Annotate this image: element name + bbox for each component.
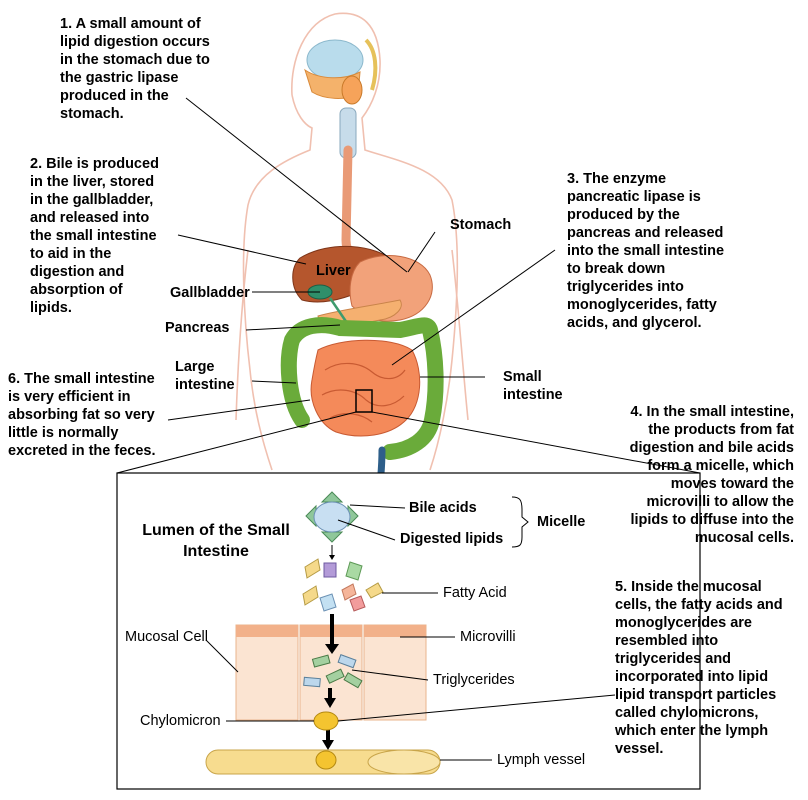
- leader-lines: [116, 97, 701, 511]
- micelle-label: Micelle: [537, 514, 586, 530]
- small-intestine: [310, 339, 421, 437]
- note-4-line: digestion and bile acids: [629, 440, 794, 456]
- chylomicron-label: Chylomicron: [140, 713, 221, 729]
- digested-lipids-label: Digested lipids: [400, 531, 504, 547]
- note-5-line: triglycerides and: [615, 651, 732, 667]
- lumen-title-line: Lumen of the Small: [142, 522, 290, 539]
- note-6-line: is very efficient in: [8, 389, 131, 405]
- triglycerides-pointer: [351, 669, 429, 681]
- small-intestine-label-line: Small: [503, 369, 542, 385]
- note-3-line: 3. The enzyme: [567, 171, 667, 187]
- note-2-line: 2. Bile is produced: [30, 156, 159, 172]
- note-3-line: produced by the: [567, 207, 680, 223]
- note-6-fat-absorption: 6. The small intestine is very efficient…: [8, 370, 156, 460]
- note-5-chylomicrons: 5. Inside the mucosal cells, the fatty a…: [615, 578, 783, 758]
- micelle-pointers: [337, 496, 529, 548]
- note-5-line: cells, the fatty acids and: [615, 597, 783, 613]
- note-1-line: produced in the: [60, 88, 169, 104]
- mucosal-cell-pointer: [205, 639, 239, 673]
- note-4-line: moves toward the: [670, 476, 794, 492]
- small-intestine-label-line: intestine: [503, 387, 563, 403]
- microvilli-label: Microvilli: [460, 629, 516, 645]
- note-4-micelle: 4. In the small intestine, the products …: [630, 403, 794, 547]
- liver-label: Liver: [316, 263, 351, 279]
- note-2-line: in the liver, stored: [30, 174, 155, 190]
- note-1-stomach-lipase: 1. A small amount of lipid digestion occ…: [60, 15, 210, 123]
- note-2-line: absorption of: [30, 282, 123, 298]
- magnified-region-box: [355, 389, 373, 413]
- large-intestine-label-line: Large: [175, 359, 215, 375]
- note-4-line: 4. In the small intestine,: [630, 404, 794, 420]
- note-2-line: digestion and: [30, 264, 125, 280]
- pancreas-label: Pancreas: [165, 320, 230, 336]
- note-6-line: absorbing fat so very: [8, 407, 155, 423]
- lymph-vessel-label: Lymph vessel: [497, 752, 586, 768]
- stomach: [349, 255, 433, 322]
- note-2-line: the small intestine: [30, 228, 157, 244]
- note-4-line: lipids to diffuse into the: [630, 512, 794, 528]
- fatty-acid-label: Fatty Acid: [443, 585, 507, 601]
- bile-acids-label: Bile acids: [409, 500, 477, 516]
- head-and-throat: [304, 38, 378, 159]
- small-arrow-head: [329, 555, 335, 560]
- note-2-line: in the gallbladder,: [30, 192, 154, 208]
- note-4-line: the products from fat: [648, 422, 794, 438]
- note-4-line: mucosal cells.: [694, 530, 794, 546]
- small-intestine-coils: [321, 362, 406, 423]
- note-2-bile: 2. Bile is produced in the liver, stored…: [30, 155, 159, 317]
- note-5-line: vessel.: [615, 741, 664, 757]
- note-1-line: 1. A small amount of: [60, 16, 201, 32]
- large-intestine-label: Large intestine: [175, 358, 235, 394]
- note-5-line: monoglycerides are: [615, 615, 752, 631]
- lumen-title: Lumen of the Small Intestine: [132, 520, 300, 562]
- note-2-line: lipids.: [30, 300, 72, 316]
- note-5-line: which enter the lymph: [615, 723, 769, 739]
- note-6-line: little is normally: [8, 425, 119, 441]
- large-intestine: [280, 317, 444, 460]
- chylomicron-particle: [313, 711, 339, 731]
- note-6-line: excreted in the feces.: [8, 443, 156, 459]
- note-1-line: the gastric lipase: [60, 70, 179, 86]
- note-3-pancreatic-lipase: 3. The enzyme pancreatic lipase is produ…: [567, 170, 724, 332]
- note-1-line: stomach.: [60, 106, 124, 122]
- lumen-title-line: Intestine: [183, 543, 249, 560]
- micelle-shape: [305, 491, 359, 543]
- note-3-line: to break down: [567, 261, 666, 277]
- note-1-line: in the stomach due to: [60, 52, 210, 68]
- note-4-line: form a micelle, which: [647, 458, 794, 474]
- note-3-line: triglycerides into: [567, 279, 684, 295]
- note-5-line: resembled into: [615, 633, 719, 649]
- mucosal-cells: [235, 624, 427, 721]
- note-5-line: called chylomicrons,: [615, 705, 759, 721]
- note-3-line: acids, and glycerol.: [567, 315, 702, 331]
- mucosal-cell-label: Mucosal Cell: [125, 629, 208, 645]
- stomach-label: Stomach: [450, 217, 512, 233]
- lymph-vessel: [205, 749, 441, 775]
- note-4-line: microvilli to allow the: [646, 494, 794, 510]
- note-3-line: pancreatic lipase is: [567, 189, 701, 205]
- note-5-line: incorporated into lipid: [615, 669, 769, 685]
- note-3-line: monoglycerides, fatty: [567, 297, 717, 313]
- note-3-line: into the small intestine: [567, 243, 725, 259]
- small-intestine-label: Small intestine: [503, 368, 563, 404]
- note-5-line: lipid transport particles: [615, 687, 777, 703]
- note-6-line: 6. The small intestine: [8, 371, 155, 387]
- body-silhouette: [235, 12, 469, 471]
- note-3-line: pancreas and released: [567, 225, 724, 241]
- note-2-line: to aid in the: [30, 246, 112, 262]
- note-2-line: and released into: [30, 210, 150, 226]
- chylomicron-to-note5-pointer: [337, 694, 616, 722]
- large-intestine-label-line: intestine: [175, 377, 235, 393]
- fatty-acid-fragments: [302, 558, 384, 612]
- transport-arrows: [322, 614, 339, 750]
- esophagus: [341, 145, 375, 267]
- gallbladder-label: Gallbladder: [170, 285, 250, 301]
- triglyceride-shapes: [303, 654, 363, 689]
- note-5-line: 5. Inside the mucosal: [615, 579, 762, 595]
- note-1-line: lipid digestion occurs: [60, 34, 210, 50]
- triglycerides-label: Triglycerides: [433, 672, 515, 688]
